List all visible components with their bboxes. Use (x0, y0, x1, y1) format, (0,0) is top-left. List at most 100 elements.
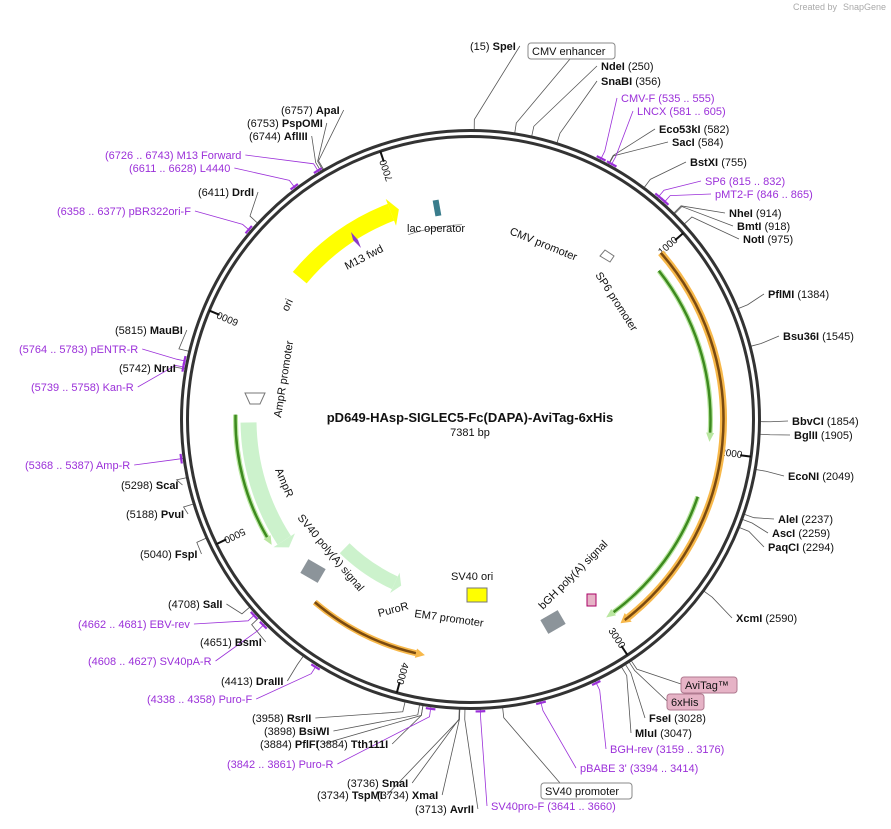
leader-line (673, 205, 726, 214)
leader-line (234, 167, 296, 189)
em7-promoter-label: EM7 promoter (414, 608, 485, 630)
leader-line (194, 210, 251, 232)
site-label-asci: AscI (2259) (772, 528, 830, 540)
leader-line (245, 154, 320, 173)
site-label-drdi: (6411) DrdI (198, 187, 254, 199)
leader-line (386, 709, 461, 796)
leader-line (464, 709, 479, 810)
orf-green-3-head (263, 535, 272, 545)
site-label-bglii: BglII (1905) (794, 430, 853, 442)
primer-puro-f-mark (310, 663, 321, 671)
site-label-econi: EcoNI (2049) (788, 471, 854, 483)
primer-label-sv40pa-r: (4608 .. 4627) SV40pA-R (88, 656, 212, 668)
primer-label-sp6: SP6 (815 .. 832) (705, 176, 785, 188)
primer-label-cmv-f: CMV-F (535 .. 555) (621, 93, 715, 105)
ampr-promoter-mark (244, 392, 266, 405)
leader-line (479, 709, 488, 807)
backbone-inner (186, 135, 755, 704)
leader-line (674, 206, 734, 227)
leader-line (193, 613, 256, 625)
svg-text:AviTag™: AviTag™ (685, 680, 729, 692)
site-label-mlui: MluI (3047) (635, 728, 692, 740)
leader-line (137, 365, 186, 388)
leader-line (411, 709, 460, 784)
leader-line (556, 80, 598, 143)
puror-arrow (339, 543, 398, 590)
tick-mark (620, 645, 629, 656)
primer-pbr322ori-f-mark (244, 225, 253, 235)
leader-line (608, 141, 669, 165)
site-label-fsei: FseI (3028) (649, 713, 706, 725)
leader-line (540, 700, 577, 769)
leader-line (337, 706, 432, 765)
bgh-pa-mark (540, 610, 566, 634)
orf-green-line-3 (234, 414, 269, 538)
leader-line (643, 161, 687, 188)
leader-line (175, 477, 187, 486)
site-label-bmti: BmtI (918) (737, 221, 790, 233)
leader-line (251, 617, 267, 643)
cmv-promoter-body-head (461, 213, 470, 236)
tick-label: 3000 (605, 626, 627, 651)
6xhis-box: 6xHis (666, 693, 705, 711)
leader-line (249, 191, 259, 224)
site-label-pflmi: PflMI (1384) (768, 289, 829, 301)
tick-label: 4000 (394, 661, 411, 686)
leader-line (630, 660, 682, 685)
leader-line (311, 135, 322, 172)
leader-line (134, 458, 184, 466)
leader-line (196, 537, 207, 555)
leader-line (657, 180, 702, 199)
leader-line (684, 216, 740, 240)
ori-label: ori (280, 297, 296, 313)
sv40-pa-mark (300, 559, 326, 583)
site-label-pvui: (5188) PvuI (126, 509, 184, 521)
primer-pentr-r-mark (182, 355, 187, 366)
primer-l4440-mark (289, 183, 299, 191)
leader-line (256, 665, 317, 700)
tick-label: 6000 (215, 309, 240, 328)
primer-label-lncx: LNCX (581 .. 605) (637, 106, 726, 118)
ampr-arrow-head (273, 533, 295, 548)
leader-line (738, 293, 765, 309)
site-label-smai: (3736) SmaI (347, 778, 408, 790)
credit-label: Created by (793, 2, 838, 12)
leader-line (599, 97, 618, 161)
leader-line (756, 469, 785, 477)
tick-label: 7000 (378, 157, 396, 182)
site-label-alei: AleI (2237) (778, 514, 833, 526)
site-label-nhei: NheI (914) (729, 208, 782, 220)
site-label-scai: (5298) ScaI (121, 480, 179, 492)
primer-label-pbabe-3: pBABE 3' (3394 .. 3414) (580, 763, 698, 775)
ampr-arrow (240, 422, 291, 545)
site-label-tth111i: (3884) Tth111I (316, 739, 388, 751)
leader-line (182, 503, 194, 515)
primer-pbabe-3-mark (535, 700, 547, 706)
leader-lines (134, 45, 791, 810)
leader-line (175, 366, 186, 370)
primer-label-sv40pro-f: SV40pro-F (3641 .. 3660) (491, 801, 616, 813)
site-label-rsrii: (3958) RsrII (252, 713, 311, 725)
primer-label-l4440: (6611 .. 6628) L4440 (129, 163, 230, 175)
orf-green-1 (656, 269, 713, 433)
site-label-draiii: (4413) DraIII (221, 676, 283, 688)
primer-sv40pa-r-mark (259, 620, 268, 630)
sp6-promoter-label: SP6 promoter (592, 270, 639, 334)
site-label-fspi: (5040) FspI (140, 549, 197, 561)
site-label-apai: (6757) ApaI (281, 105, 340, 117)
primer-m13-forward-mark (313, 167, 323, 174)
leader-line (287, 656, 304, 682)
leader-line (226, 603, 250, 615)
site-label-nrui: (5742) NruI (119, 363, 176, 375)
leader-line (318, 109, 345, 170)
cmv-promoter-label: CMV promoter (508, 226, 579, 264)
cmv-enhancer-box: CMV enhancer (527, 42, 616, 60)
site-label-eco53ki: Eco53kI (582) (659, 124, 729, 136)
leader-line (178, 329, 189, 352)
site-label-pflfi: (3884) PflFI (260, 739, 319, 751)
site-label-paqci: PaqCI (2294) (768, 542, 834, 554)
orf-green-2-head (606, 608, 616, 618)
sv40-ori-label: SV40 ori (451, 571, 493, 583)
